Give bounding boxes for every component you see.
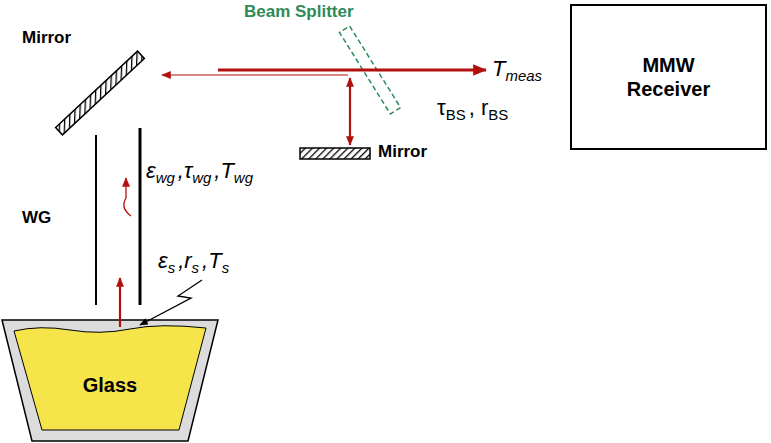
label-text: WG: [22, 208, 51, 227]
subscript-text: meas: [505, 67, 542, 84]
waveguide-wall: [139, 128, 142, 305]
leader-line: [140, 280, 202, 325]
beam-arrow: [162, 74, 348, 75]
part-name: Mirror: [22, 28, 71, 48]
label-text: ,r: [178, 248, 191, 273]
label-text: ,τ: [178, 158, 192, 183]
subscript-text: BS: [446, 106, 466, 123]
emission-arrow: [124, 178, 131, 216]
label-text: τ: [437, 95, 446, 120]
subscript-text: BS: [488, 106, 508, 123]
label-text: T: [492, 56, 505, 81]
node-label: Glass: [50, 373, 170, 397]
part-name: Beam Splitter: [244, 2, 354, 22]
parameter-symbol: εwg,τwg,Twg: [146, 158, 256, 186]
emission-arrow: [119, 278, 121, 327]
label-text: ,T: [202, 248, 222, 273]
subscript-text: s: [168, 259, 175, 276]
node-label: MMW Receiver: [609, 53, 729, 101]
glass-melt: [14, 326, 206, 430]
label-text: , r: [469, 95, 489, 120]
parameter-symbol: εs,rs,Ts: [158, 248, 232, 276]
subscript-text: wg: [192, 169, 211, 186]
label-text: ε: [158, 248, 168, 273]
parameter-symbol: τBS, rBS: [437, 95, 511, 123]
part-name: WG: [22, 208, 51, 228]
subscript-text: wg: [234, 169, 253, 186]
crucible-shape: [0, 300, 220, 443]
glass-crucible: Glass: [0, 300, 220, 443]
beam-arrow: [349, 78, 351, 145]
label-text: Mirror: [22, 28, 71, 47]
crucible-wall: [2, 320, 218, 441]
subscript-text: s: [222, 259, 229, 276]
subscript-text: s: [192, 259, 199, 276]
label-text: Mirror: [378, 142, 427, 161]
label-text: ε: [146, 158, 156, 183]
waveguide-wall: [95, 135, 97, 305]
part-name: Mirror: [378, 142, 427, 162]
receiver-box: MMW Receiver: [570, 4, 767, 150]
beam-arrow: [218, 69, 486, 72]
label-text: ,T: [214, 158, 234, 183]
label-text: Beam Splitter: [244, 2, 354, 21]
mirror-symbol: [56, 51, 145, 135]
subscript-text: wg: [156, 169, 175, 186]
mirror-symbol: [300, 148, 370, 159]
signal-symbol: Tmeas: [492, 56, 545, 84]
mirror-symbol: [56, 51, 145, 135]
